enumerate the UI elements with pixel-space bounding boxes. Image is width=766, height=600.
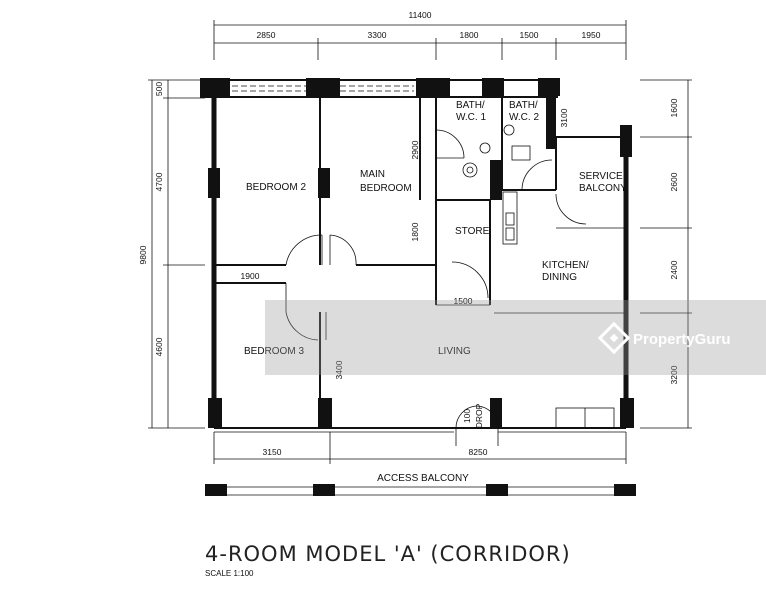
dim-bottom-2: 8250 <box>469 447 488 457</box>
dim-top-2: 3300 <box>368 30 387 40</box>
dim-top-5: 1950 <box>582 30 601 40</box>
room-bath1-line1: BATH/ <box>456 100 485 111</box>
room-main-bedroom-line1: MAIN <box>360 169 385 180</box>
room-main-bedroom-line2: BEDROOM <box>360 183 412 194</box>
room-store: STORE <box>455 226 490 237</box>
room-kitchen-line1: KITCHEN/ <box>542 260 589 271</box>
room-living: LIVING <box>438 346 471 357</box>
access-balcony-strip <box>205 484 636 496</box>
bath-fixtures <box>462 124 531 241</box>
room-bath2-line2: W.C. 2 <box>509 112 539 123</box>
interior-walls <box>214 97 626 429</box>
room-kitchen-line2: DINING <box>542 272 577 283</box>
dim-interior-1500: 1500 <box>454 296 473 306</box>
dim-top-3: 1800 <box>460 30 479 40</box>
dim-interior-2900: 2900 <box>410 140 420 159</box>
dim-interior-100: 100 <box>462 409 472 423</box>
label-drop: DROP <box>474 403 484 428</box>
watermark-text: PropertyGuru <box>633 331 731 348</box>
top-dimensions <box>213 20 627 60</box>
dim-left-1: 500 <box>154 82 164 96</box>
outer-walls <box>200 79 629 433</box>
dim-left-total: 9800 <box>138 245 148 264</box>
room-bath1-line2: W.C. 1 <box>456 112 486 123</box>
dim-right-1: 1600 <box>669 98 679 117</box>
dim-interior-1800: 1800 <box>410 222 420 241</box>
right-dimensions <box>640 79 692 429</box>
room-service-balcony-line1: SERVICE <box>579 171 623 182</box>
dim-bottom-1: 3150 <box>263 447 282 457</box>
dim-top-4: 1500 <box>520 30 539 40</box>
dim-interior-3400: 3400 <box>334 360 344 379</box>
room-bath2-line1: BATH/ <box>509 100 538 111</box>
dim-top-1: 2850 <box>257 30 276 40</box>
watermark: PropertyGuru <box>265 300 766 375</box>
left-dimensions <box>148 79 205 429</box>
columns <box>200 78 634 428</box>
room-bedroom-2: BEDROOM 2 <box>246 182 306 193</box>
room-service-balcony-line2: BALCONY <box>579 183 627 194</box>
bottom-dimensions <box>213 432 627 464</box>
dim-top-total: 11400 <box>408 10 431 20</box>
label-access-balcony: ACCESS BALCONY <box>377 473 469 484</box>
dim-left-3: 4600 <box>154 337 164 356</box>
plan-scale: SCALE 1:100 <box>205 569 254 578</box>
dim-right-4: 3200 <box>669 365 679 384</box>
door-swings <box>285 129 587 446</box>
dim-interior-1900: 1900 <box>241 271 260 281</box>
dim-right-2: 2600 <box>669 172 679 191</box>
room-bedroom-3: BEDROOM 3 <box>244 346 304 357</box>
plan-title: 4-ROOM MODEL 'A' (CORRIDOR) <box>205 542 571 566</box>
dim-interior-3100: 3100 <box>559 108 569 127</box>
dim-right-3: 2400 <box>669 260 679 279</box>
dim-left-2: 4700 <box>154 172 164 191</box>
